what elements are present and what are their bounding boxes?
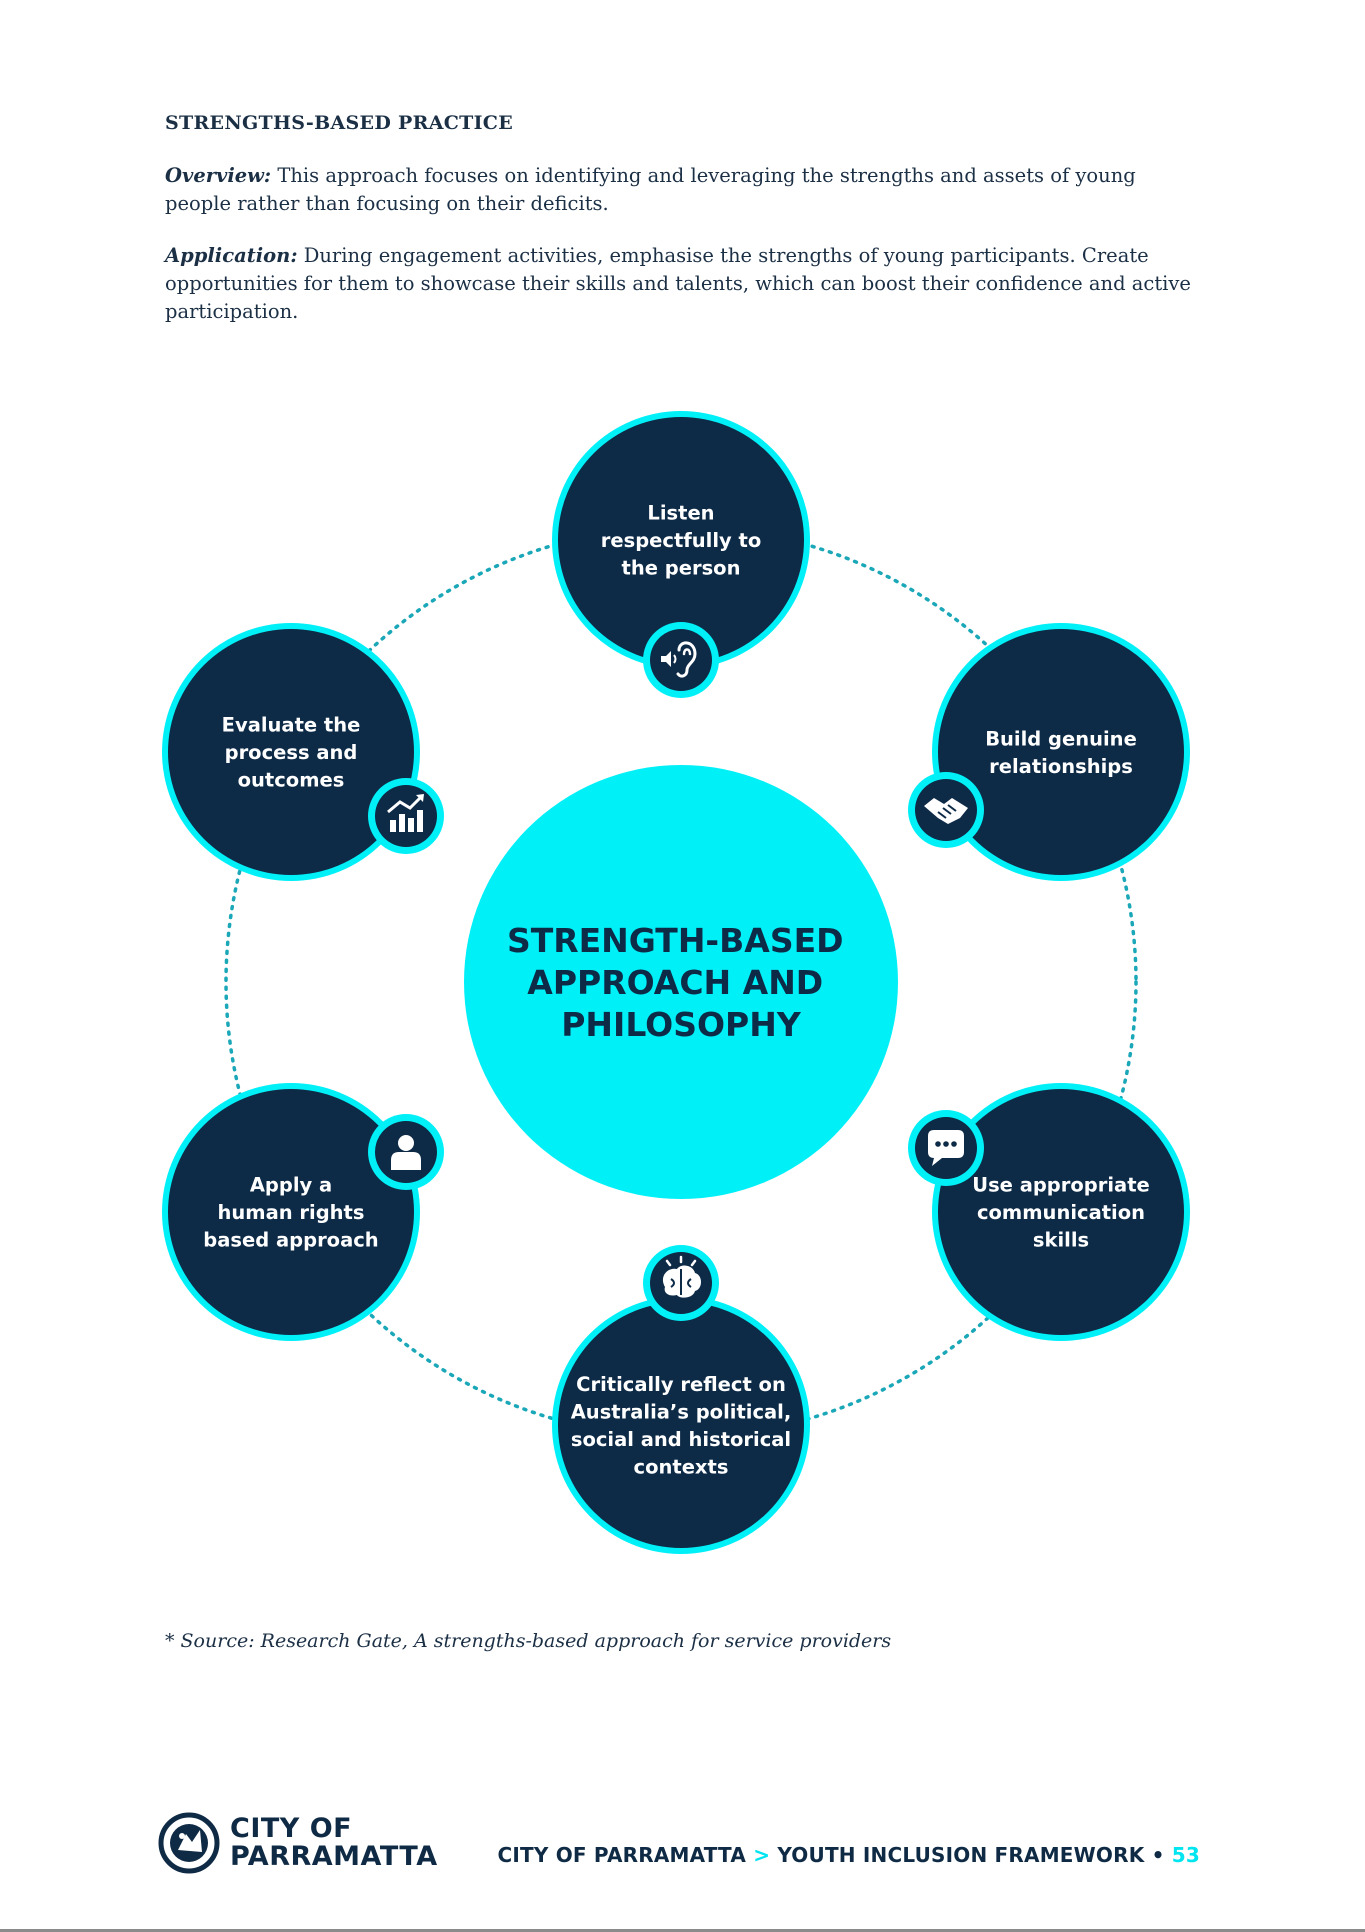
center-title: STRENGTH-BASED APPROACH AND PHILOSOPHY <box>507 921 855 1044</box>
principle-node-label-line: Australia’s political, <box>571 1400 792 1423</box>
footer-bullet: • <box>1151 1843 1165 1867</box>
center-circle <box>464 765 898 1199</box>
principle-node-circle <box>938 629 1184 875</box>
principle-node-label-line: Use appropriate <box>972 1174 1150 1197</box>
page-bottom-border <box>0 1929 1365 1932</box>
principle-node: Use appropriate communication skills <box>908 1083 1190 1341</box>
principle-node-label-line: Listen <box>647 502 714 525</box>
principle-node-label: Critically reflect on Australia’s politic… <box>571 1373 792 1479</box>
principle-node-label-line: based approach <box>203 1229 378 1252</box>
principle-node-label: Apply a human rights based approach <box>203 1174 378 1252</box>
principle-node-label: Listen respectfully to the person <box>601 502 761 580</box>
principle-node-label-line: communication <box>977 1201 1145 1224</box>
logo-line1: CITY OF <box>230 1813 353 1844</box>
footer-separator: > <box>753 1843 771 1867</box>
principle-node-label-line: process and <box>225 741 358 764</box>
logo-line2: PARRAMATTA <box>230 1841 438 1872</box>
strength-based-diagram: STRENGTH-BASED APPROACH AND PHILOSOPHY L… <box>162 411 1190 1554</box>
principle-node: Build genuine relationships <box>908 623 1190 881</box>
logo-wordmark: CITY OF PARRAMATTA <box>230 1815 438 1871</box>
principle-node-label-line: social and historical <box>571 1428 791 1451</box>
overview-paragraph: Overview: This approach focuses on ident… <box>165 162 1205 218</box>
page-footer: CITY OF PARRAMATTA > YOUTH INCLUSION FRA… <box>498 1843 1201 1867</box>
principle-node: Critically reflect on Australia’s politic… <box>552 1245 810 1554</box>
city-crest-icon <box>158 1812 220 1874</box>
principle-node-label: Use appropriate communication skills <box>972 1174 1150 1252</box>
principle-node-circle <box>938 1089 1184 1335</box>
overview-text: This approach focuses on identifying and… <box>165 164 1136 215</box>
principle-node-label-line: relationships <box>989 755 1133 778</box>
center-title-line: APPROACH AND <box>527 963 823 1002</box>
application-paragraph: Application: During engagement activitie… <box>165 242 1205 326</box>
principle-node-label-line: respectfully to <box>601 529 761 552</box>
footer-doc-title: YOUTH INCLUSION FRAMEWORK <box>777 1843 1145 1867</box>
principle-node-circle <box>558 1302 804 1548</box>
footer-org: CITY OF PARRAMATTA <box>497 1843 747 1867</box>
principle-node-label-line: contexts <box>634 1455 729 1478</box>
application-label: Application: <box>165 244 298 267</box>
principle-node-label-line: the person <box>622 557 741 580</box>
principle-node-label-line: Apply a <box>250 1174 332 1197</box>
principle-node-label-line: Build genuine <box>985 727 1137 750</box>
source-note: * Source: Research Gate, A strengths-bas… <box>165 1630 892 1652</box>
section-heading: STRENGTHS-BASED PRACTICE <box>165 112 513 134</box>
principle-node-label-line: Evaluate the <box>222 714 361 737</box>
principle-node-label-line: Critically reflect on <box>576 1373 786 1396</box>
principle-node-label-line: human rights <box>218 1201 365 1224</box>
principle-node-label-line: skills <box>1033 1229 1089 1252</box>
principle-node-label-line: outcomes <box>238 769 345 792</box>
principle-node: Listen respectfully to the person <box>552 411 810 698</box>
page-number: 53 <box>1171 1843 1200 1867</box>
principle-node-label: Build genuine relationships <box>985 727 1137 778</box>
principle-node-circle <box>558 417 804 663</box>
principle-node-circle <box>168 1089 414 1335</box>
principle-node-circle <box>168 629 414 875</box>
center-title-line: STRENGTH-BASED <box>507 921 844 960</box>
principle-node: Evaluate the process and outcomes <box>162 623 444 881</box>
city-logo: CITY OF PARRAMATTA <box>158 1812 438 1874</box>
icon-badge <box>650 629 712 691</box>
icon-badge <box>375 785 437 847</box>
application-text: During engagement activities, emphasise … <box>165 244 1191 323</box>
principle-node-label: Evaluate the process and outcomes <box>222 714 361 792</box>
principle-node: Apply a human rights based approach <box>162 1083 444 1341</box>
overview-label: Overview: <box>165 164 272 187</box>
center-title-line: PHILOSOPHY <box>561 1005 802 1044</box>
